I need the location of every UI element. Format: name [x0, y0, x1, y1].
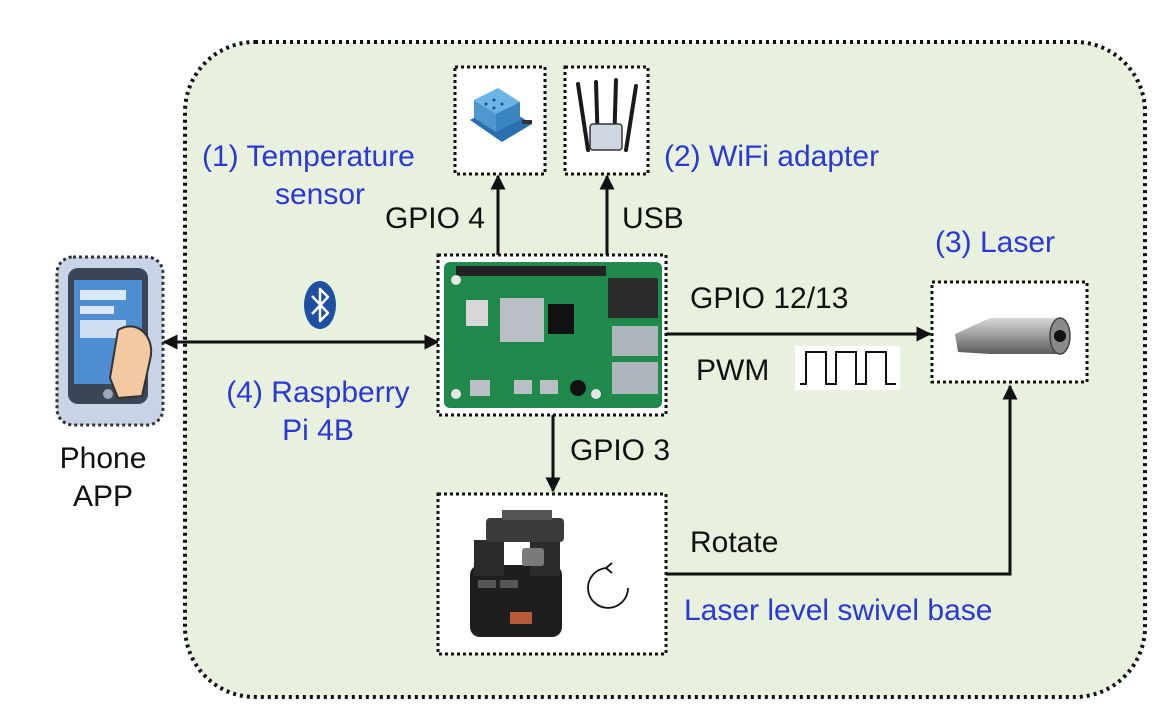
temperature-sensor-image [470, 88, 532, 142]
temperature-sensor-label-line1: (1) Temperature [202, 140, 415, 173]
gpio3-label: GPIO 3 [570, 434, 670, 467]
usb-label: USB [622, 202, 684, 235]
raspberry-pi-board-image [444, 262, 662, 408]
swivel-base-image [470, 510, 564, 637]
laser-label: (3) Laser [935, 226, 1055, 259]
temperature-sensor-label-line2: sensor [275, 178, 365, 211]
phone-label-line1: Phone [60, 442, 147, 475]
bluetooth-icon [304, 281, 336, 329]
rotate-arrow [666, 384, 1018, 576]
swivel-base-label: Laser level swivel base [684, 594, 992, 627]
phone-label-line2: APP [73, 480, 133, 513]
pwm-waveform-icon [795, 346, 900, 390]
laser-module-image [955, 317, 1071, 355]
wifi-adapter-label: (2) WiFi adapter [664, 140, 879, 173]
rotate-icon [587, 562, 629, 609]
gpio1213-label: GPIO 12/13 [690, 282, 848, 315]
pwm-label: PWM [696, 354, 769, 387]
rotate-label: Rotate [690, 526, 778, 559]
gpio4-label: GPIO 4 [385, 202, 485, 235]
raspberry-pi-label-line1: (4) Raspberry [226, 376, 409, 409]
raspberry-pi-label-line2: Pi 4B [282, 414, 354, 447]
phone-app-icon [55, 255, 165, 427]
